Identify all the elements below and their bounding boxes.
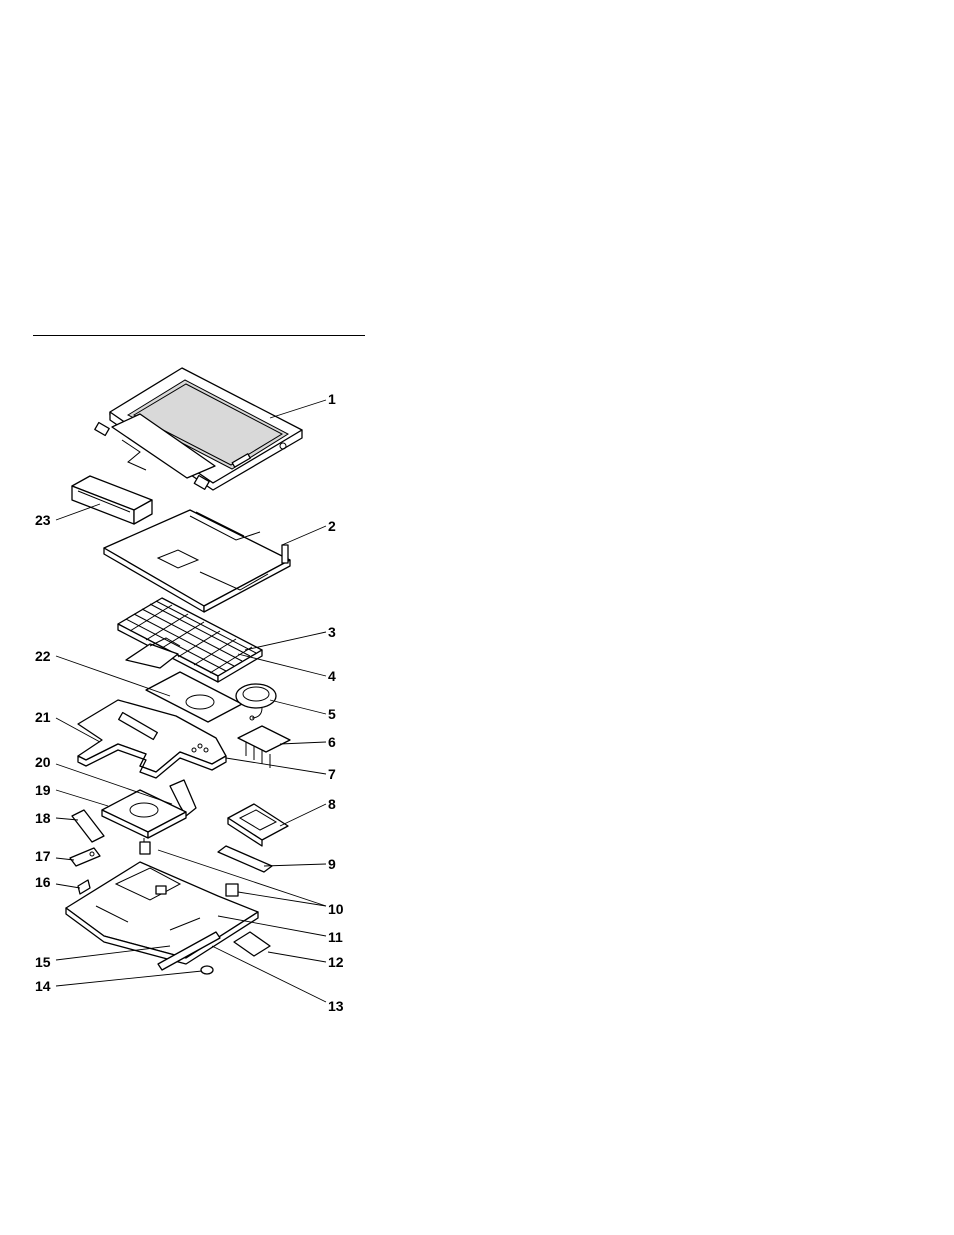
callout-6: 6 [328,734,336,750]
part-small-bracket [70,848,100,866]
callout-15: 15 [35,954,51,970]
callout-8: 8 [328,796,336,812]
part-small-chip [78,880,90,894]
part-hdd-bracket [72,810,104,842]
part-hard-disk [102,790,186,838]
callout-14: 14 [35,978,51,994]
part-speaker [236,684,276,720]
part-coin-battery [201,966,213,974]
callout-1: 1 [328,391,336,407]
callout-23: 23 [35,512,51,528]
part-memory-card [234,932,270,956]
callout-10: 10 [328,901,344,917]
callout-21: 21 [35,709,51,725]
part-keyboard-bezel [104,510,290,612]
callout-19: 19 [35,782,51,798]
callout-7: 7 [328,766,336,782]
callout-11: 11 [328,929,343,945]
callout-12: 12 [328,954,344,970]
callout-17: 17 [35,848,51,864]
part-pc-card-slot [228,804,288,846]
part-lcd-assembly [95,368,302,490]
part-battery [72,476,152,524]
callout-16: 16 [35,874,51,890]
part-connector-bracket [238,726,290,768]
callout-20: 20 [35,754,51,770]
callout-3: 3 [328,624,336,640]
callout-5: 5 [328,706,336,722]
part-base-cover [66,862,258,964]
callout-18: 18 [35,810,51,826]
callout-2: 2 [328,518,336,534]
callout-9: 9 [328,856,336,872]
part-keyboard [118,598,262,682]
callout-4: 4 [328,668,336,684]
callout-13: 13 [328,998,344,1014]
callout-22: 22 [35,648,51,664]
part-pc-card-door [218,846,272,872]
